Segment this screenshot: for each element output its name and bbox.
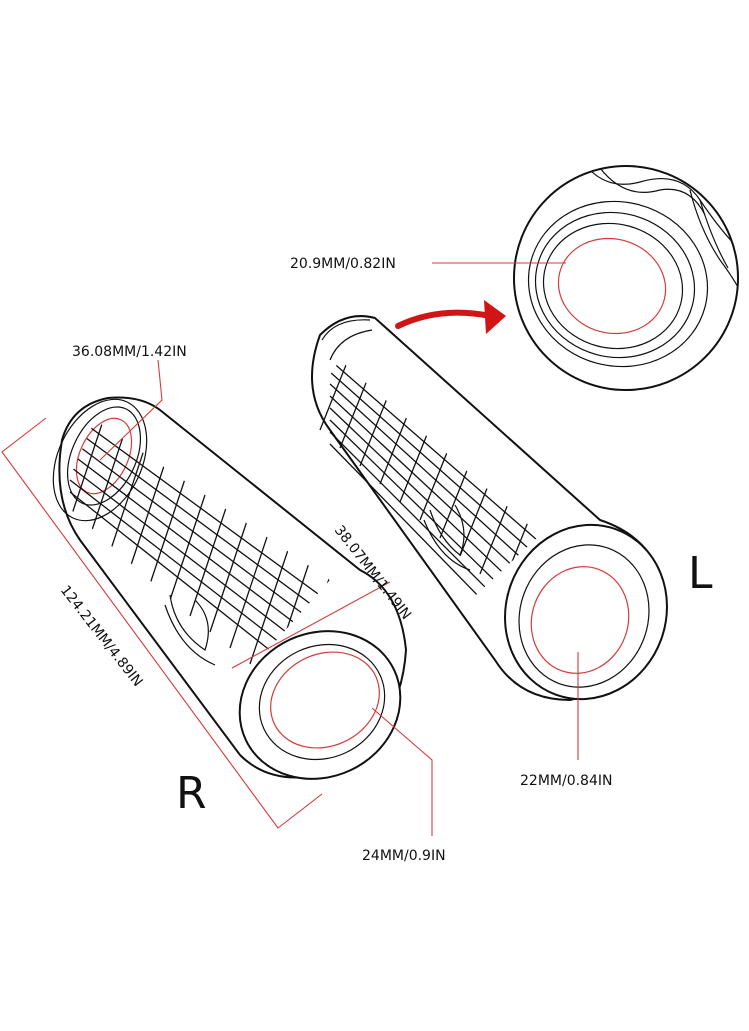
label-bore-right: 24MM/0.9IN (362, 848, 446, 864)
leader-length-right (1, 417, 323, 829)
dimension-lines (1, 262, 579, 836)
zoom-bore-ring (557, 237, 667, 335)
zoom-detail (513, 165, 739, 391)
leader-bore-right (371, 707, 433, 836)
label-end-right: 36.08MM/1.42IN (72, 344, 187, 360)
label-side-left: L (688, 548, 713, 599)
right-grip (52, 396, 408, 780)
leader-body-right (231, 581, 391, 669)
left-grip (311, 315, 668, 702)
zoom-arrow (395, 300, 506, 334)
zoom-circle (513, 165, 739, 391)
right-end-ring (75, 417, 133, 495)
right-bore-ring (270, 651, 380, 749)
label-side-right: R (176, 768, 207, 819)
right-grip-texture (69, 420, 330, 670)
label-inner-zoom: 20.9MM/0.82IN (290, 256, 396, 272)
left-grip-texture (319, 360, 540, 610)
left-bore-ring (530, 566, 630, 674)
label-bore-left: 22MM/0.84IN (520, 773, 612, 789)
leader-end-right (99, 359, 163, 461)
